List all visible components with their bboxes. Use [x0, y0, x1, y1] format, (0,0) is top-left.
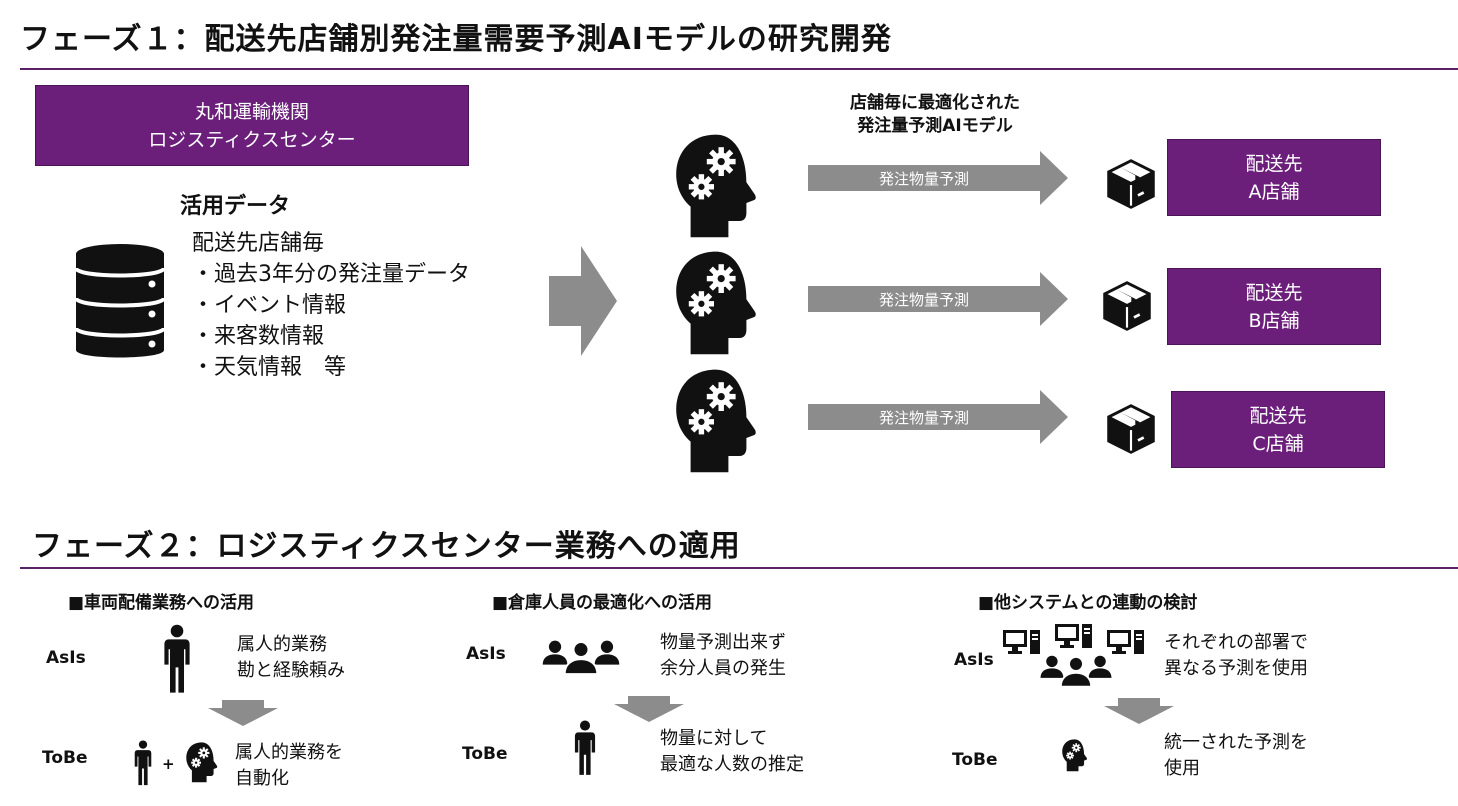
package-box-icon: [1100, 277, 1154, 335]
asis-line: 属人的業務: [237, 634, 327, 655]
data-item: 配送先店舗毎: [192, 231, 325, 256]
down-arrow-icon: [614, 696, 684, 722]
arrow-head-icon: [1040, 390, 1068, 444]
store-a-line1: 配送先: [1245, 152, 1303, 175]
section-warehouse-title: ■倉庫人員の最適化への活用: [492, 593, 713, 613]
store-c-line1: 配送先: [1249, 404, 1307, 427]
logistics-center-line1: 丸和運輸機関: [194, 100, 309, 123]
section-vehicle-tobe-text: 属人的業務を 自動化: [235, 740, 343, 792]
tobe-label: ToBe: [42, 748, 88, 768]
forecast-arrow: 発注物量予測: [808, 272, 1068, 326]
phase1-title: フェーズ１：配送先店舗別発注量需要予測AIモデルの研究開発: [20, 22, 892, 57]
store-b-line2: B店舗: [1248, 309, 1300, 332]
tobe-label: ToBe: [462, 744, 508, 764]
asis-label: AsIs: [466, 644, 506, 664]
data-item: ・イベント情報: [192, 293, 347, 318]
package-box-icon: [1104, 157, 1158, 211]
big-right-arrow-icon: [549, 246, 617, 356]
forecast-arrow-label: 発注物量予測: [808, 286, 1040, 312]
store-b-line1: 配送先: [1245, 281, 1303, 304]
forecast-arrow: 発注物量予測: [808, 390, 1068, 444]
group-people-icon: [1038, 648, 1114, 690]
tobe-line: 物量に対して: [660, 728, 768, 749]
ai-head-gears-icon: [1060, 738, 1088, 772]
section-vehicle-title: ■車両配備業務への活用: [68, 593, 255, 613]
group-people-icon: [540, 633, 622, 677]
computer-icon: [1054, 622, 1094, 650]
asis-line: それぞれの部署で: [1164, 632, 1308, 653]
data-item: ・過去3年分の発注量データ: [192, 262, 470, 287]
ai-head-gears-icon: [668, 248, 760, 356]
computer-icon: [1002, 628, 1042, 656]
asis-label: AsIs: [954, 650, 994, 670]
store-c-line2: C店舗: [1252, 432, 1304, 455]
model-label: 店舗毎に最適化された 発注量予測AIモデル: [790, 92, 1080, 138]
tobe-line: 属人的業務を: [235, 742, 343, 763]
store-b-box: 配送先 B店舗: [1167, 268, 1381, 345]
data-item: ・来客数情報: [192, 324, 325, 349]
down-arrow-icon: [1104, 698, 1174, 724]
arrow-head-icon: [1040, 151, 1068, 205]
ai-head-gears-icon: [668, 366, 760, 474]
section-vehicle-asis-text: 属人的業務 勘と経験頼み: [237, 632, 345, 684]
data-list: 配送先店舗毎 ・過去3年分の発注量データ ・イベント情報 ・来客数情報 ・天気情…: [192, 228, 470, 383]
forecast-arrow-label: 発注物量予測: [808, 165, 1040, 191]
down-arrow-icon: [208, 700, 278, 726]
store-a-line2: A店舗: [1248, 180, 1300, 203]
forecast-arrow-label: 発注物量予測: [808, 404, 1040, 430]
section-systems-tobe-text: 統一された予測を 使用: [1164, 730, 1308, 782]
tobe-line: 最適な人数の推定: [660, 754, 804, 775]
phase2-divider: [20, 567, 1458, 569]
tobe-line: 自動化: [235, 768, 289, 789]
data-item: ・天気情報 等: [192, 355, 347, 380]
section-warehouse-tobe-text: 物量に対して 最適な人数の推定: [660, 726, 804, 778]
person-icon: [131, 740, 155, 786]
person-icon: [572, 720, 598, 776]
person-icon: [160, 624, 194, 694]
model-label-line2: 発注量予測AIモデル: [857, 116, 1013, 136]
logistics-center-line2: ロジスティクスセンター: [148, 128, 356, 151]
data-heading: 活用データ: [180, 194, 291, 219]
tobe-label: ToBe: [952, 750, 998, 770]
section-systems-title: ■他システムとの連動の検討: [978, 593, 1198, 613]
plus-sign: +: [162, 755, 175, 773]
tobe-line: 使用: [1164, 758, 1200, 779]
section-warehouse-asis-text: 物量予測出来ず 余分人員の発生: [660, 630, 786, 682]
tobe-line: 統一された予測を: [1164, 732, 1308, 753]
package-box-icon: [1104, 400, 1158, 458]
model-label-line1: 店舗毎に最適化された: [850, 93, 1020, 113]
phase1-divider: [20, 68, 1458, 70]
asis-line: 異なる予測を使用: [1164, 658, 1308, 679]
asis-line: 物量予測出来ず: [660, 632, 786, 653]
store-a-box: 配送先 A店舗: [1167, 139, 1381, 216]
ai-head-gears-icon: [668, 131, 760, 239]
asis-label: AsIs: [46, 648, 86, 668]
store-c-box: 配送先 C店舗: [1171, 391, 1385, 468]
forecast-arrow: 発注物量予測: [808, 151, 1068, 205]
asis-line: 勘と経験頼み: [237, 660, 345, 681]
section-systems-asis-text: それぞれの部署で 異なる予測を使用: [1164, 630, 1308, 682]
arrow-head-icon: [1040, 272, 1068, 326]
asis-line: 余分人員の発生: [660, 658, 786, 679]
phase2-title: フェーズ２：ロジスティクスセンター業務への適用: [32, 529, 741, 564]
ai-head-gears-icon: [183, 741, 219, 783]
logistics-center-box: 丸和運輸機関 ロジスティクスセンター: [35, 85, 469, 166]
database-icon: [74, 244, 166, 358]
